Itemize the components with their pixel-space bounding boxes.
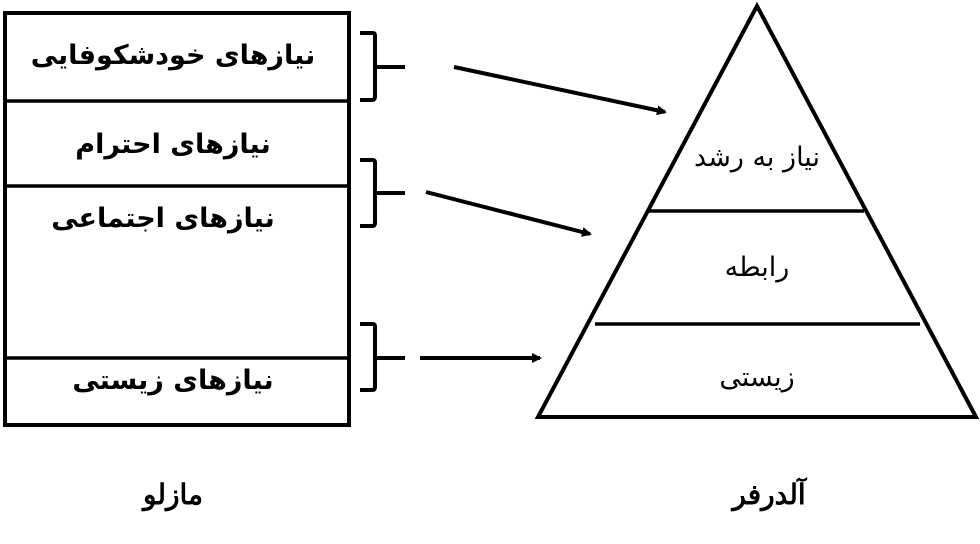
- maslow-level-physiological: نیازهای زیستی: [72, 365, 274, 396]
- maslow-level-esteem: نیازهای احترام: [75, 129, 271, 160]
- alderfer-level-relatedness: رابطه: [724, 252, 790, 283]
- maslow-level-self-actualization: نیازهای خودشکوفایی: [30, 40, 316, 71]
- bracket-esteem-social: [360, 158, 405, 228]
- maslow-hierarchy-box: [3, 11, 351, 427]
- alderfer-level-existence: زیستی: [719, 362, 795, 393]
- arrow-to-relatedness: [425, 190, 592, 237]
- arrow-to-growth: [453, 65, 667, 116]
- alderfer-level-growth: نیاز به رشد: [694, 142, 820, 173]
- bracket-physiological: [360, 322, 405, 392]
- alderfer-caption: آلدرفر: [732, 480, 806, 511]
- maslow-caption: مازلو: [142, 480, 204, 511]
- bracket-self-actualization: [360, 31, 405, 102]
- alderfer-pyramid: [534, 1, 980, 419]
- maslow-level-social: نیازهای اجتماعی: [51, 203, 275, 234]
